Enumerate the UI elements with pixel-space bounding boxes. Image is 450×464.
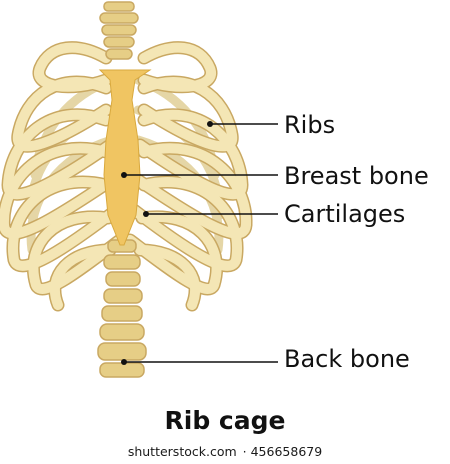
diagram-title: Rib cage: [164, 406, 286, 435]
leader-dot-cartilages: [143, 211, 149, 217]
watermark-bar: shutterstock.com · 456658679: [0, 438, 450, 464]
watermark-brand: shutterstock.com: [127, 443, 237, 459]
spine: [97, 1, 147, 378]
label-cartilages: Cartilages: [284, 200, 406, 228]
leader-dot-ribs: [207, 121, 213, 127]
ribs: [0, 41, 253, 312]
leader-dot-breast-bone: [121, 172, 127, 178]
label-breast-bone: Breast bone: [284, 162, 429, 190]
label-back-bone: Back bone: [284, 345, 410, 373]
watermark-id: · 456658679: [242, 443, 323, 459]
label-ribs: Ribs: [284, 111, 336, 139]
leader-lines: [124, 123, 278, 363]
sternum: [98, 69, 152, 246]
leader-dots: [121, 121, 213, 365]
leader-dot-back-bone: [121, 359, 127, 365]
